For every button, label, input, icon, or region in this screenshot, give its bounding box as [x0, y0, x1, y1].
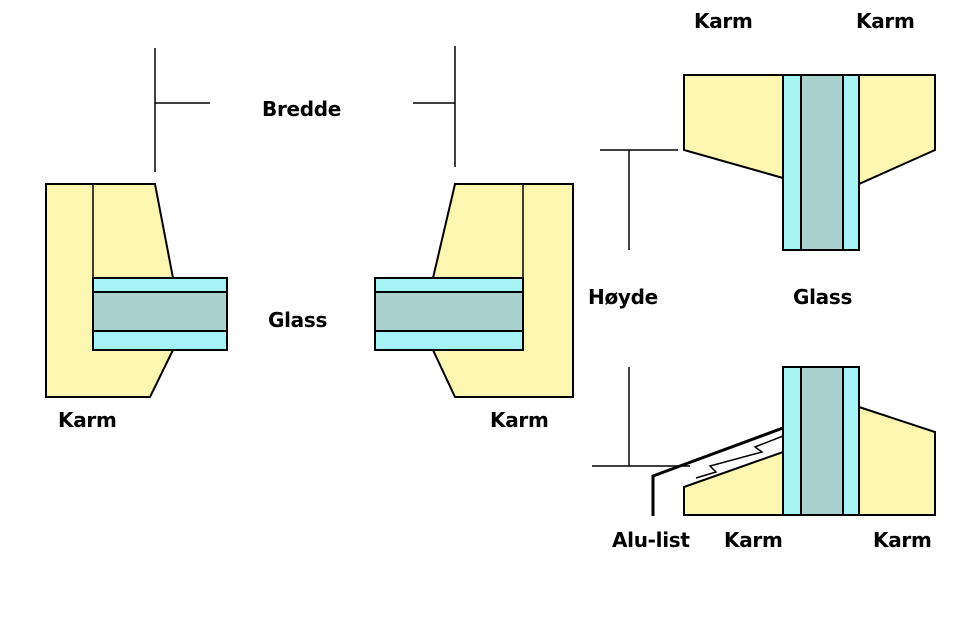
- frame-label-left: Karm: [58, 408, 117, 432]
- alu-strip-profile: [695, 435, 784, 479]
- alu-strip: [651, 426, 784, 516]
- top-glass-core: [800, 74, 844, 251]
- left-glass-core: [92, 291, 228, 332]
- glass-label-left: Glass: [268, 308, 328, 332]
- left-section: [45, 48, 228, 398]
- middle-glass-core: [374, 291, 524, 332]
- glass-label-right: Glass: [793, 285, 853, 309]
- width-label: Bredde: [262, 97, 342, 121]
- frame-label-middle: Karm: [490, 408, 549, 432]
- alu-strip-label: Alu-list: [612, 528, 690, 552]
- top-left-frame: [683, 74, 784, 180]
- bottom-left-frame: [683, 450, 784, 516]
- top-right-frame: [858, 74, 936, 186]
- frame-label-top-left: Karm: [694, 9, 753, 33]
- height-label: Høyde: [588, 285, 658, 309]
- bottom-right-frame: [858, 405, 936, 516]
- vertical-top-section: [600, 74, 936, 251]
- frame-label-bottom-left: Karm: [724, 528, 783, 552]
- bottom-glass-core: [800, 366, 844, 516]
- frame-label-top-right: Karm: [856, 9, 915, 33]
- frame-label-bottom-right: Karm: [873, 528, 932, 552]
- vertical-bottom-section: [592, 366, 936, 516]
- middle-section: [374, 46, 574, 398]
